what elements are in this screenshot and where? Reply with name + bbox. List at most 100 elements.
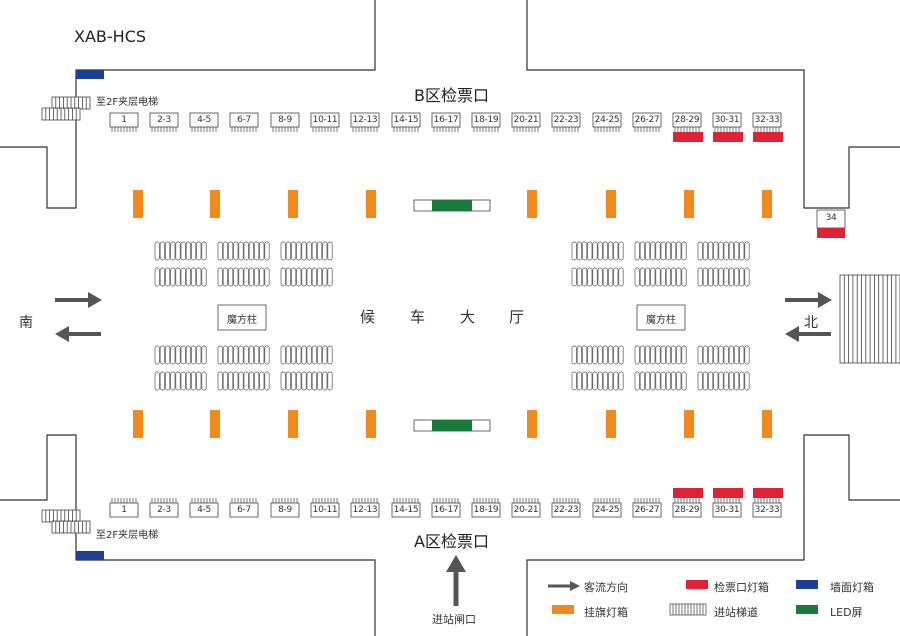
- gate-label: 30-31: [714, 115, 740, 125]
- seat-row: [280, 241, 333, 261]
- gate-label: 24-25: [594, 505, 620, 515]
- escalator-top: [41, 96, 91, 121]
- gate-turnstiles: [231, 498, 257, 503]
- legend-flag-lightbox: 挂旗灯箱: [584, 606, 628, 619]
- gate-turnstiles: [513, 498, 539, 503]
- gate-34-label: 34: [825, 213, 837, 223]
- gate-lightbox: [753, 488, 783, 498]
- seat-row: [634, 345, 687, 365]
- gate-turnstiles: [553, 498, 579, 503]
- flag-lightbox: [133, 410, 143, 438]
- seat-row: [280, 267, 333, 287]
- flag-lightbox: [606, 190, 616, 218]
- entry-stairs-east: [839, 274, 900, 364]
- gate-label: 12-13: [352, 505, 378, 515]
- gate-label: 1: [121, 505, 127, 515]
- gate-turnstiles: [674, 127, 700, 132]
- legend-wall-lightbox: 墙面灯箱: [830, 581, 874, 594]
- gate-turnstiles: [393, 498, 419, 503]
- gate-label: 12-13: [352, 115, 378, 125]
- flag-lightbox: [684, 190, 694, 218]
- gate-turnstiles: [674, 498, 700, 503]
- gates-a-zone: [109, 488, 783, 518]
- pillar-right-label: 魔方柱: [646, 315, 676, 326]
- gate-turnstiles: [272, 127, 298, 132]
- seat-row: [154, 345, 207, 365]
- hall-char-1: 候: [360, 308, 376, 326]
- entrance-label: 进站闸口: [432, 613, 476, 626]
- gate-label: 16-17: [433, 115, 459, 125]
- seat-row: [697, 371, 750, 391]
- flag-lightbox: [527, 190, 537, 218]
- flag-lightbox: [210, 410, 220, 438]
- flag-lightbox: [762, 190, 772, 218]
- gate-lightbox: [713, 488, 743, 498]
- legend-flow: 客流方向: [584, 581, 628, 594]
- gate-label: 32-33: [754, 505, 780, 515]
- gate-label: 24-25: [594, 115, 620, 125]
- seat-row: [154, 371, 207, 391]
- gate-label: 6-7: [237, 115, 251, 125]
- wall-lightbox-bottom: [76, 551, 104, 560]
- flag-lightbox: [684, 410, 694, 438]
- led-screen-bottom: [413, 419, 491, 432]
- gate-34-lightbox: [817, 228, 845, 238]
- gate-turnstiles: [754, 498, 780, 503]
- gate-label: 18-19: [473, 115, 499, 125]
- zone-a-title: A区检票口: [414, 532, 489, 551]
- escalator-bottom: [41, 509, 91, 534]
- gate-label: 8-9: [278, 115, 292, 125]
- led-screen-top: [413, 199, 491, 212]
- flag-lightbox: [762, 410, 772, 438]
- gate-label: 26-27: [634, 115, 660, 125]
- gate-label: 10-11: [312, 115, 338, 125]
- gate-label: 26-27: [634, 505, 660, 515]
- gate-turnstiles: [433, 127, 459, 132]
- gate-label: 20-21: [513, 115, 539, 125]
- gate-lightbox: [673, 132, 703, 142]
- gate-turnstiles: [634, 498, 660, 503]
- wall-lightbox-top: [76, 70, 104, 79]
- gate-turnstiles: [634, 127, 660, 132]
- gate-label: 2-3: [157, 115, 171, 125]
- seat-row: [697, 345, 750, 365]
- hall-char-2: 车: [410, 308, 426, 326]
- gate-label: 30-31: [714, 505, 740, 515]
- flag-lightbox: [366, 190, 376, 218]
- station-code: XAB-HCS: [74, 27, 147, 46]
- gate-turnstiles: [553, 127, 579, 132]
- seat-row: [280, 345, 333, 365]
- gate-turnstiles: [312, 127, 338, 132]
- seat-row: [217, 241, 270, 261]
- gate-label: 4-5: [197, 115, 211, 125]
- gate-label: 6-7: [237, 505, 251, 515]
- gate-turnstiles: [473, 127, 499, 132]
- gate-lightbox: [713, 132, 743, 142]
- gate-turnstiles: [312, 498, 338, 503]
- gate-label: 2-3: [157, 505, 171, 515]
- gate-turnstiles: [151, 127, 177, 132]
- gate-turnstiles: [754, 127, 780, 132]
- seat-row: [154, 267, 207, 287]
- gate-turnstiles: [151, 498, 177, 503]
- pillar-right: [636, 304, 686, 331]
- seat-row: [217, 267, 270, 287]
- seat-row: [571, 345, 624, 365]
- gate-label: 8-9: [278, 505, 292, 515]
- north-label: 北: [804, 315, 818, 331]
- gate-label: 1: [121, 115, 127, 125]
- gate-turnstiles: [191, 127, 217, 132]
- gate-turnstiles: [594, 127, 620, 132]
- flag-lightbox: [288, 410, 298, 438]
- gates-b-zone: [109, 112, 783, 142]
- gate-turnstiles: [473, 498, 499, 503]
- gate-lightbox: [673, 488, 703, 498]
- seat-row: [571, 241, 624, 261]
- gate-lightbox: [753, 132, 783, 142]
- seat-row: [154, 241, 207, 261]
- seat-row: [571, 267, 624, 287]
- gate-turnstiles: [393, 127, 419, 132]
- gate-turnstiles: [513, 127, 539, 132]
